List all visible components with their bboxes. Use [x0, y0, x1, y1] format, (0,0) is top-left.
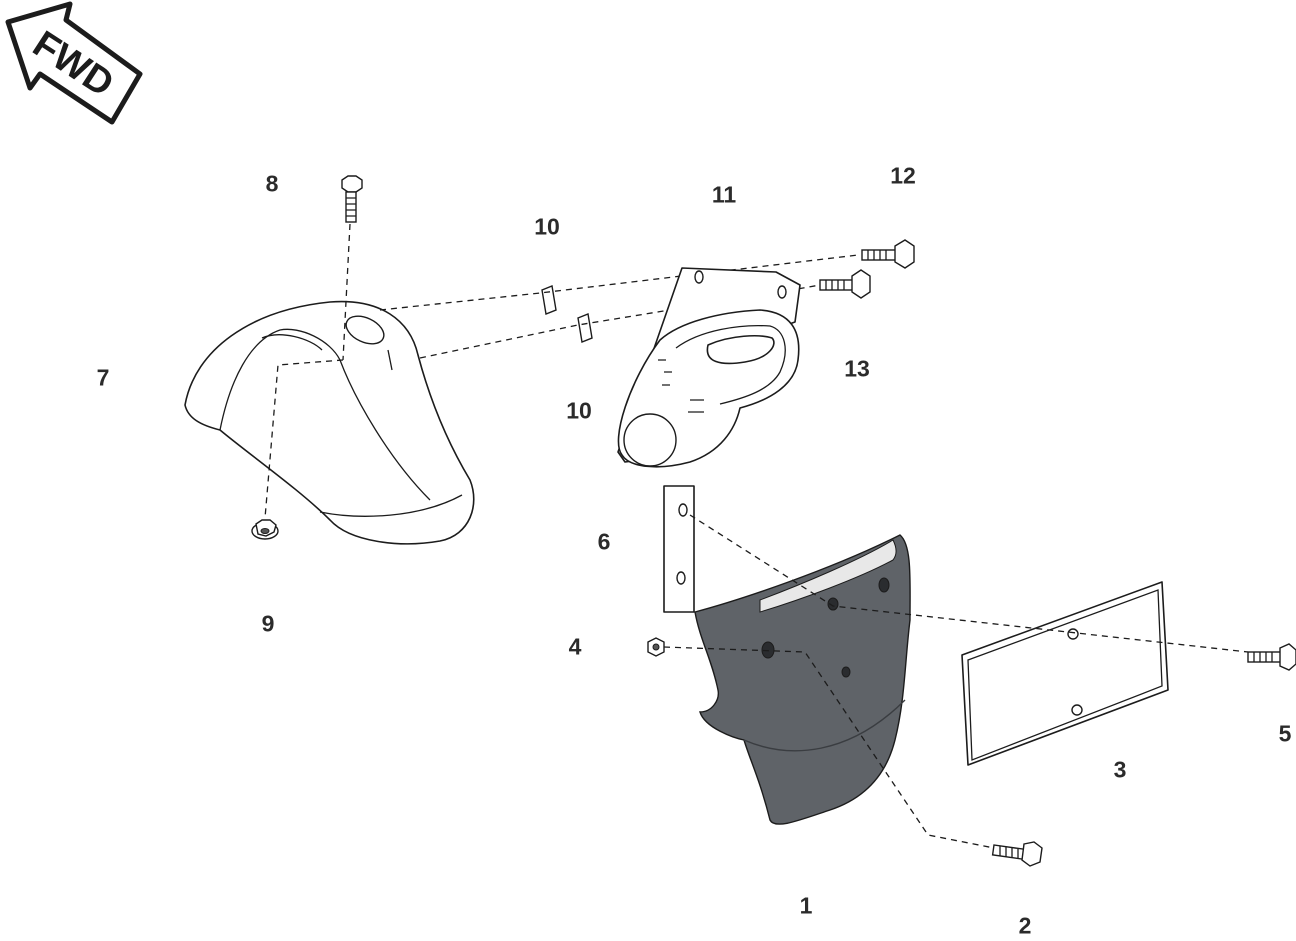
guide-line-9: [264, 359, 344, 519]
callout-1: 1: [799, 892, 813, 919]
license-plate-3: [961, 581, 1169, 766]
flange-nut-9: [251, 519, 279, 540]
callout-11: 11: [711, 181, 737, 208]
bolt-12-upper: [861, 239, 915, 269]
bolt-2: [991, 841, 1043, 867]
rear-fender-part: [184, 300, 475, 545]
callout-10-lower: 10: [566, 397, 592, 424]
callout-10-upper: 10: [534, 213, 560, 240]
callout-9: 9: [261, 610, 275, 637]
bracket-reflector-part: [617, 267, 801, 468]
bolt-12-lower: [819, 269, 871, 299]
callout-3: 3: [1113, 756, 1127, 783]
callout-13: 13: [844, 355, 870, 382]
callout-4: 4: [568, 633, 582, 660]
callout-8: 8: [265, 170, 279, 197]
bolt-8: [341, 175, 363, 223]
mudguard-part: [694, 534, 911, 825]
nut-4: [647, 637, 665, 657]
guide-line-12: [379, 254, 859, 311]
guide-line-4-2: [663, 646, 995, 849]
clip-nut-10-upper: [541, 285, 557, 315]
forward-arrow-icon: FWD: [5, 1, 143, 125]
clip-nut-10-lower: [577, 313, 593, 343]
spacer-plate-6: [663, 485, 695, 613]
callout-2: 2: [1018, 912, 1032, 939]
callout-7: 7: [96, 364, 110, 391]
bolt-5: [1247, 643, 1296, 671]
callout-12: 12: [890, 162, 916, 189]
guide-line-8: [342, 223, 351, 361]
guide-line-6-5: [689, 514, 1249, 653]
callout-5: 5: [1278, 720, 1292, 747]
callout-6: 6: [597, 528, 611, 555]
